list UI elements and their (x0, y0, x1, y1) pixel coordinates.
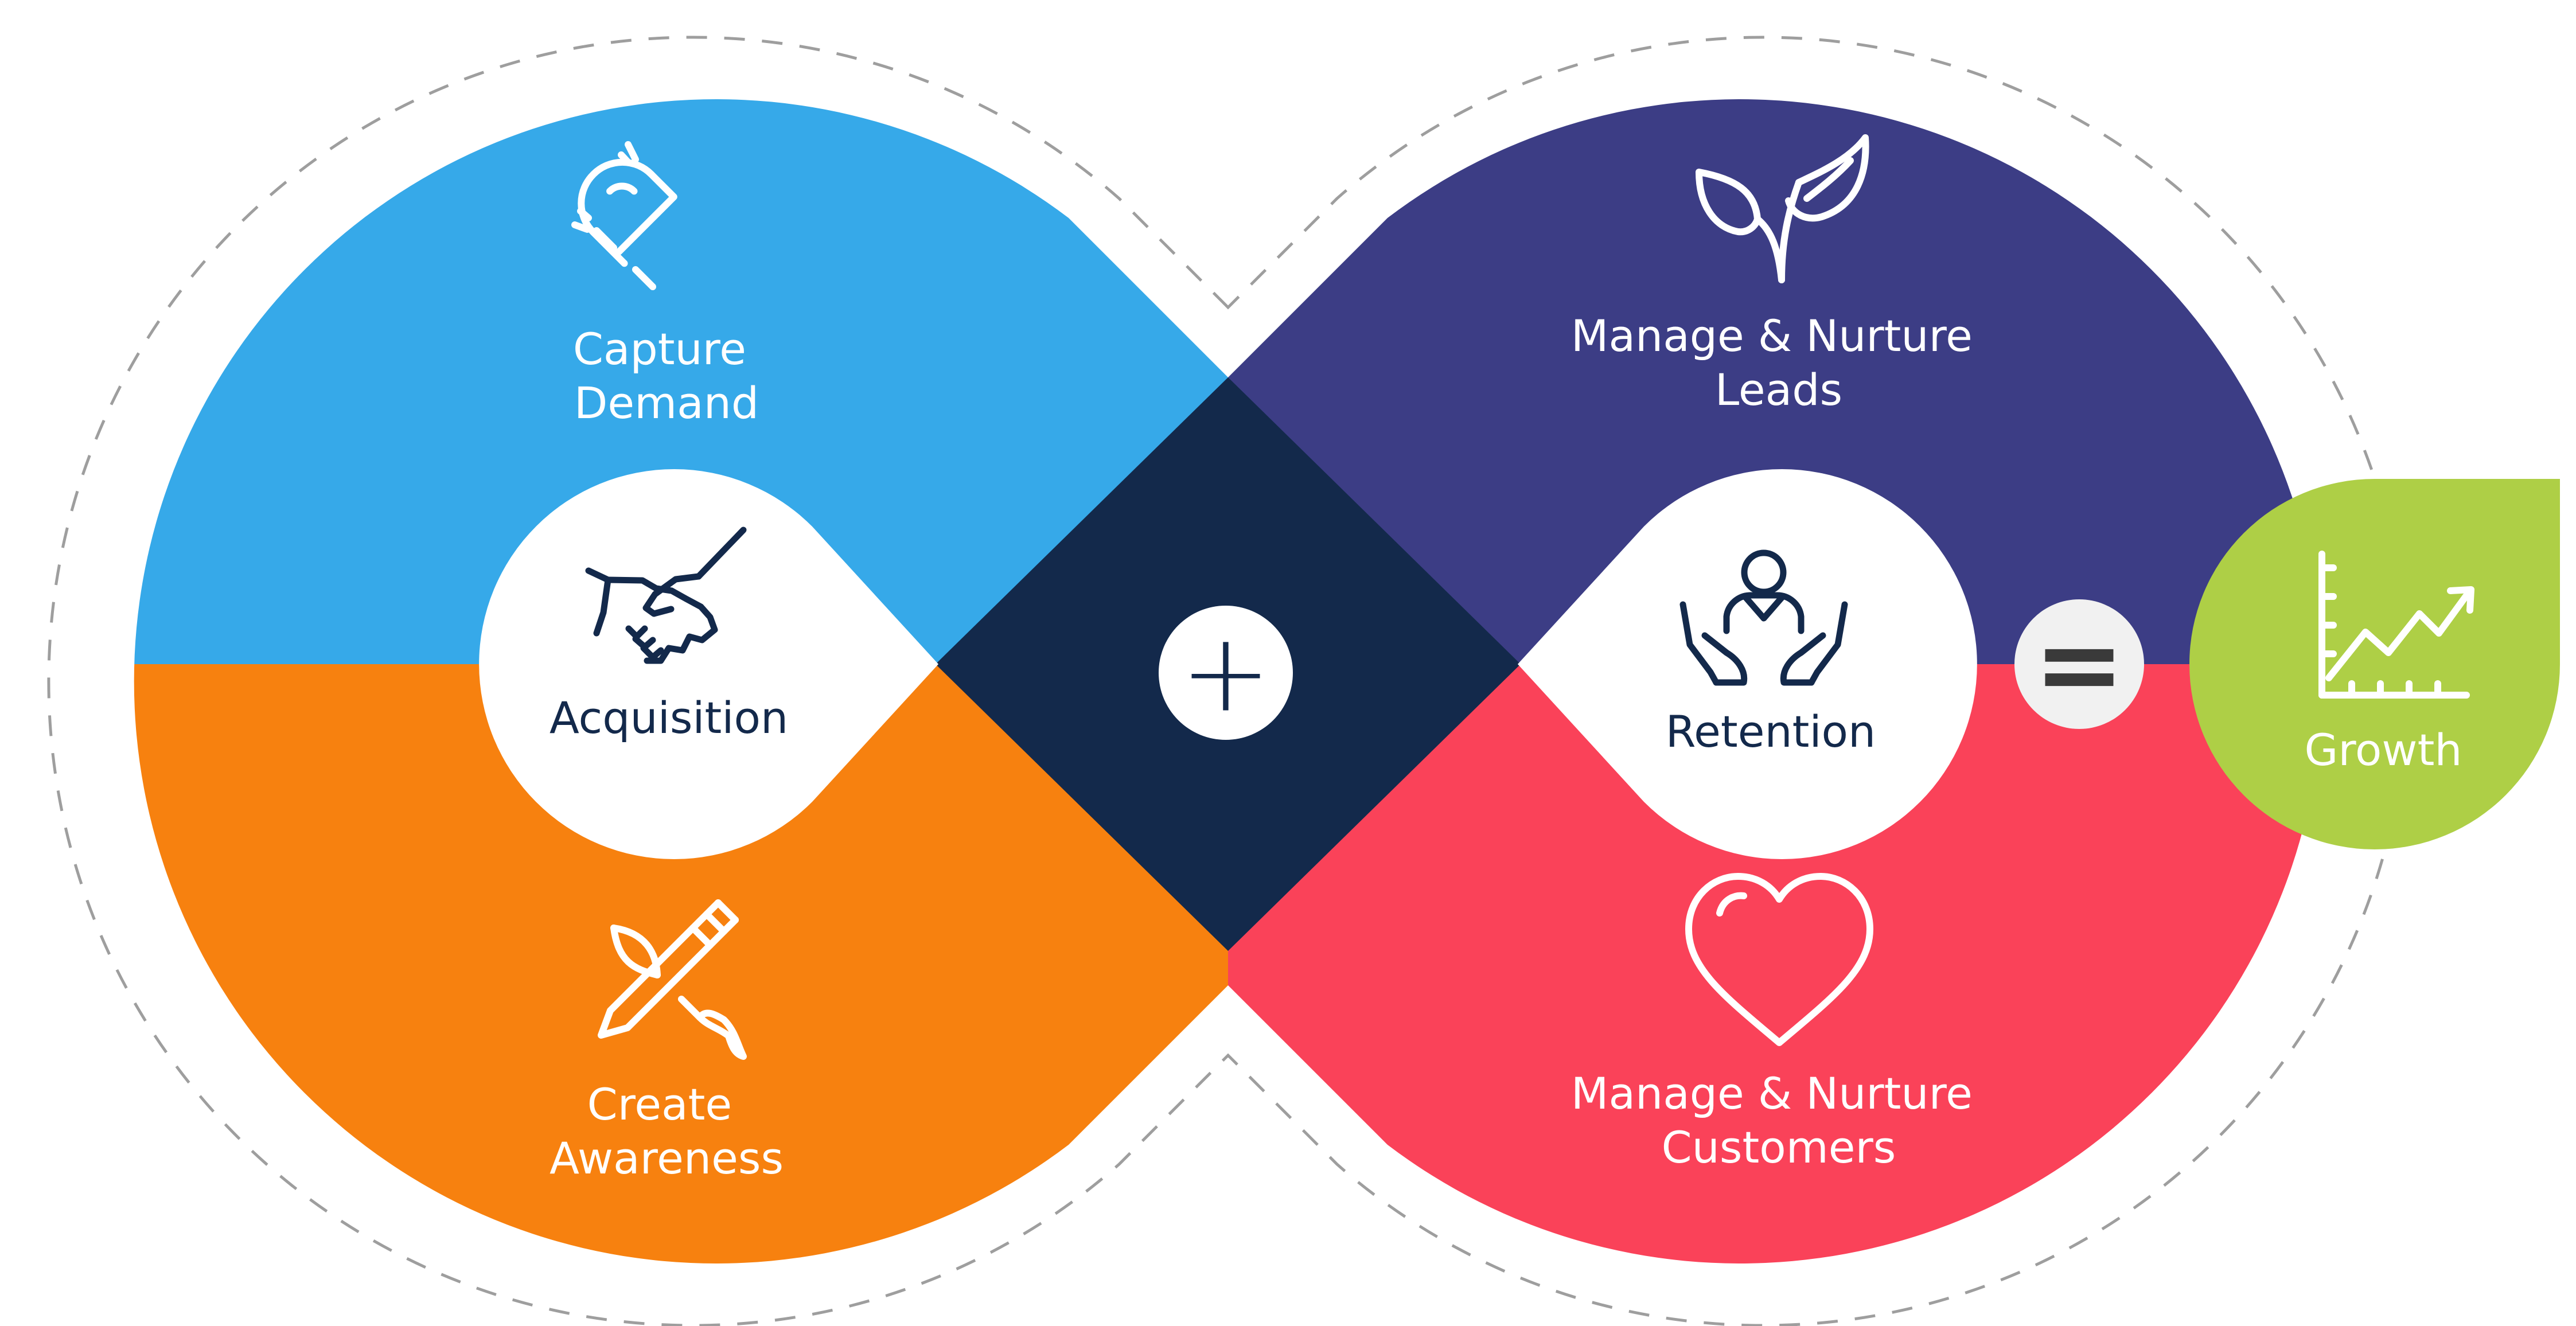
manage-customers-label: Manage & Nurture Customers (1571, 1068, 1986, 1173)
handshake-icon (585, 526, 747, 664)
dashed-outline (47, 36, 2409, 1326)
growth-leaf (2189, 479, 2560, 849)
growth-label: Growth (2304, 724, 2462, 775)
plus-sign: + (1180, 610, 1271, 736)
sprout-icon (1696, 134, 1869, 283)
create-awareness-label: Create Awareness (550, 1079, 784, 1184)
capture-demand-label: Capture Demand (573, 323, 760, 428)
acquisition-label: Acquisition (550, 692, 788, 743)
manage-leads-label: Manage & Nurture Leads (1571, 310, 1986, 415)
magnet-icon (571, 141, 677, 290)
acquisition-hub (479, 469, 938, 859)
retention-hub (1518, 469, 1977, 859)
equals-sign: = (2033, 601, 2125, 728)
heart-icon (1685, 873, 1873, 1046)
equals-circle (2014, 599, 2144, 729)
pencil-brush-icon (598, 899, 747, 1060)
retention-label: Retention (1666, 706, 1876, 757)
growth-chart-icon (2318, 551, 2474, 699)
person-care-icon (1679, 549, 1848, 686)
plus-circle (1159, 606, 1293, 740)
